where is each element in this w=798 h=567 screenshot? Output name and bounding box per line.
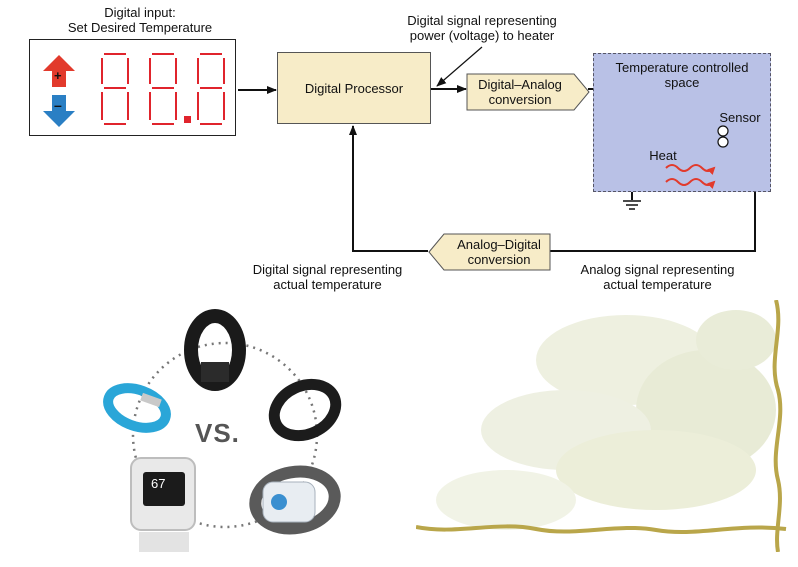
digital-actual-label: Digital signal representing actual tempe… — [235, 262, 420, 292]
grey-band-icon — [249, 465, 341, 535]
adc-label-line2: conversion — [467, 252, 531, 267]
space-label-line2: space — [664, 75, 700, 90]
input-title-line2: Set Desired Temperature — [67, 20, 213, 35]
wearables-comparison-image: VS. 67 — [95, 300, 355, 560]
black-band-right-icon — [268, 378, 342, 442]
white-watch-icon — [130, 457, 196, 552]
control-loop-diagram: Digital input: Set Desired Temperature +… — [29, 5, 771, 292]
adc-to-processor-wire — [349, 125, 428, 252]
down-arrow-icon — [43, 95, 75, 127]
increase-button[interactable]: + — [42, 54, 76, 88]
heat-waves-icon — [665, 164, 716, 190]
dac-label: Digital–Analog conversion — [466, 73, 574, 111]
sensor-icon — [717, 125, 729, 148]
dac-label-line2: conversion — [488, 92, 552, 107]
analog-actual-label: Analog signal representing actual temper… — [565, 262, 750, 292]
seven-segment-display — [101, 53, 225, 125]
dac-label-line1: Digital–Analog — [478, 77, 562, 92]
adc-shape — [428, 233, 551, 271]
decrease-button[interactable]: – — [42, 94, 76, 128]
digital-processor-block: Digital Processor — [277, 52, 431, 124]
input-title: Digital input: Set Desired Temperature — [45, 5, 235, 35]
digital-actual-line2: actual temperature — [273, 277, 382, 292]
vs-label: VS. — [195, 418, 240, 448]
power-signal-label: Digital signal representing power (volta… — [388, 13, 576, 43]
analog-actual-line2: actual temperature — [603, 277, 712, 292]
blue-band-icon — [103, 383, 171, 433]
wearables-illustration — [103, 309, 342, 552]
power-signal-line2: power (voltage) to heater — [409, 28, 555, 43]
space-label: Temperature controlled space — [596, 60, 768, 90]
adc-label: Analog–Digital conversion — [446, 233, 552, 271]
sensor-label: Sensor — [719, 110, 761, 125]
input-title-line1: Digital input: — [104, 5, 176, 20]
watch-reading-value: 67 — [151, 476, 166, 491]
space-label-line1: Temperature controlled — [615, 60, 749, 75]
plus-symbol: + — [54, 68, 62, 83]
dac-shape — [466, 73, 590, 111]
heat-label: Heat — [649, 148, 677, 163]
minus-symbol: – — [54, 97, 62, 113]
watch-reading: 67 — [151, 476, 165, 491]
vine-bottom-icon — [416, 524, 787, 534]
foliage-watermark — [416, 300, 796, 552]
vine-right-icon — [772, 300, 783, 552]
up-arrow-icon — [43, 55, 75, 87]
analog-actual-line1: Analog signal representing — [580, 262, 735, 277]
temperature-input-panel: + – — [29, 39, 236, 136]
power-signal-line1: Digital signal representing — [407, 13, 557, 28]
black-band-top-icon — [184, 309, 246, 391]
adc-label-line1: Analog–Digital — [457, 237, 541, 252]
temperature-controlled-space — [593, 53, 771, 192]
callout-pointer — [436, 46, 483, 87]
digital-actual-line1: Digital signal representing — [252, 262, 403, 277]
decorative-background — [416, 300, 796, 552]
